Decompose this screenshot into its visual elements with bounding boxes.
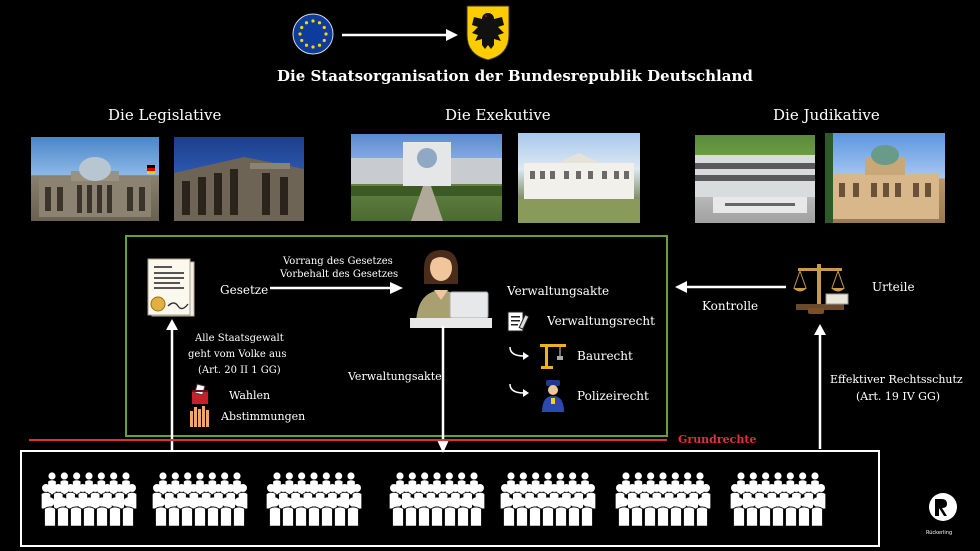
verwaltungsakte-right-label: Verwaltungsakte	[507, 284, 610, 298]
wahlen-label: Wahlen	[229, 389, 271, 402]
curved-arrow-icon	[509, 346, 529, 360]
eu-star	[317, 21, 322, 25]
eu-star	[317, 43, 322, 47]
german-eagle-icon	[466, 5, 510, 61]
legislative-heading: Die Legislative	[108, 106, 222, 124]
abstimmungen-label: Abstimmungen	[221, 410, 306, 423]
eu-star	[304, 21, 309, 25]
crane-icon	[540, 344, 566, 369]
kontrolle-arrow	[675, 281, 786, 293]
urteile-label: Urteile	[872, 280, 915, 294]
rechtsschutz-line-1: Effektiver Rechtsschutz	[830, 373, 963, 386]
kanzleramt-photo	[351, 134, 502, 221]
staatsgewalt-line-2: geht vom Volke aus	[188, 349, 287, 360]
crowd-icon	[40, 472, 138, 527]
crowd-icon	[151, 472, 249, 527]
executive-to-people-arrow	[437, 326, 449, 453]
executive-heading: Die Exekutive	[445, 106, 551, 124]
bundesrat-photo	[174, 137, 304, 221]
brand-logo-text: Rückerling	[926, 530, 953, 536]
bgh-photo	[825, 133, 945, 223]
gesetze-arrow	[270, 282, 403, 294]
eu-to-germany-arrow	[342, 29, 458, 41]
bellevue-photo	[518, 133, 640, 223]
eu-star	[311, 19, 315, 23]
vorbehalt-label: Vorbehalt des Gesetzes	[280, 269, 399, 280]
curved-arrow-icon	[509, 383, 529, 397]
verwaltungsrecht-icon	[507, 311, 530, 332]
staatsgewalt-line-1: Alle Staatsgewalt	[195, 333, 284, 344]
ballot-box-icon	[192, 383, 208, 404]
judicial-heading: Die Judikative	[773, 106, 880, 124]
people-to-legislative-arrow	[166, 319, 178, 452]
crowd-icon	[499, 472, 597, 527]
verwaltungsrecht-label: Verwaltungsrecht	[547, 314, 655, 328]
eu-star	[300, 25, 304, 30]
verwaltungsakte-down-label: Verwaltungsakte	[348, 370, 442, 383]
page-title: Die Staatsorganisation der Bundesrepubli…	[277, 67, 753, 85]
eu-star	[324, 32, 328, 36]
staatsgewalt-line-3: (Art. 20 II 1 GG)	[198, 365, 281, 376]
reichstag-photo	[31, 137, 159, 221]
police-icon	[542, 380, 564, 412]
bverfg-photo	[695, 135, 815, 223]
law-document-icon	[147, 258, 195, 317]
brand-logo-icon	[929, 493, 957, 521]
eu-star	[322, 38, 326, 43]
eu-flag-icon	[292, 13, 334, 55]
eu-star	[298, 32, 302, 36]
official-at-desk-icon	[410, 250, 492, 328]
baurecht-label: Baurecht	[577, 349, 633, 363]
polizeirecht-label: Polizeirecht	[577, 389, 649, 403]
rechtsschutz-arrow	[814, 324, 826, 449]
gesetze-label: Gesetze	[220, 283, 269, 297]
grundrechte-label: Grundrechte	[678, 433, 757, 446]
kontrolle-label: Kontrolle	[702, 299, 759, 313]
vorrang-label: Vorrang des Gesetzes	[283, 256, 393, 267]
eu-star	[304, 43, 309, 47]
crowd-icon	[729, 472, 827, 527]
scales-of-justice-icon	[793, 264, 849, 314]
raised-hands-icon	[190, 406, 209, 427]
executive-box	[125, 235, 668, 437]
people-box	[20, 450, 880, 547]
eu-star	[311, 45, 315, 49]
crowd-icon	[614, 472, 712, 527]
rechtsschutz-line-2: (Art. 19 IV GG)	[856, 390, 941, 403]
eu-star	[300, 38, 304, 43]
eu-star	[322, 25, 326, 30]
crowd-icon	[388, 472, 486, 527]
grundrechte-line	[29, 439, 667, 441]
crowd-icon	[265, 472, 363, 527]
